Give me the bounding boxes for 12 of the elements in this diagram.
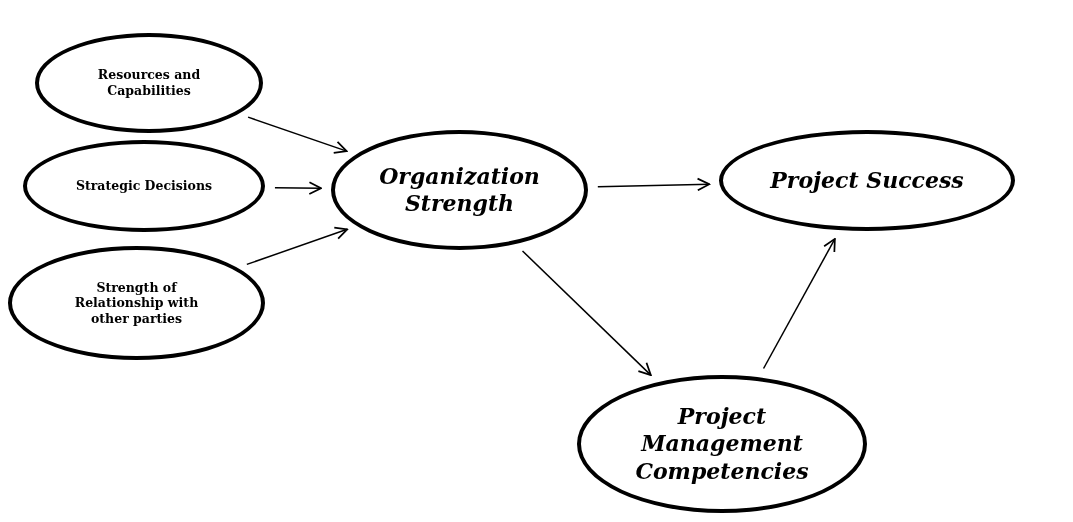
node-label: Resources and Capabilities: [96, 67, 202, 99]
node-label: Project Management Competencies: [634, 402, 810, 486]
arrow: [597, 177, 711, 192]
node-label: Strength of Relationship with other parties: [73, 279, 200, 327]
arrow: [247, 116, 348, 154]
arrow: [762, 238, 836, 370]
arrow: [246, 226, 349, 266]
arrow: [274, 181, 322, 195]
node-label: Organization Strength: [378, 162, 541, 218]
node-label: Strategic Decisions: [75, 178, 213, 194]
arrow: [521, 250, 652, 376]
node-label: Project Success: [770, 166, 964, 195]
